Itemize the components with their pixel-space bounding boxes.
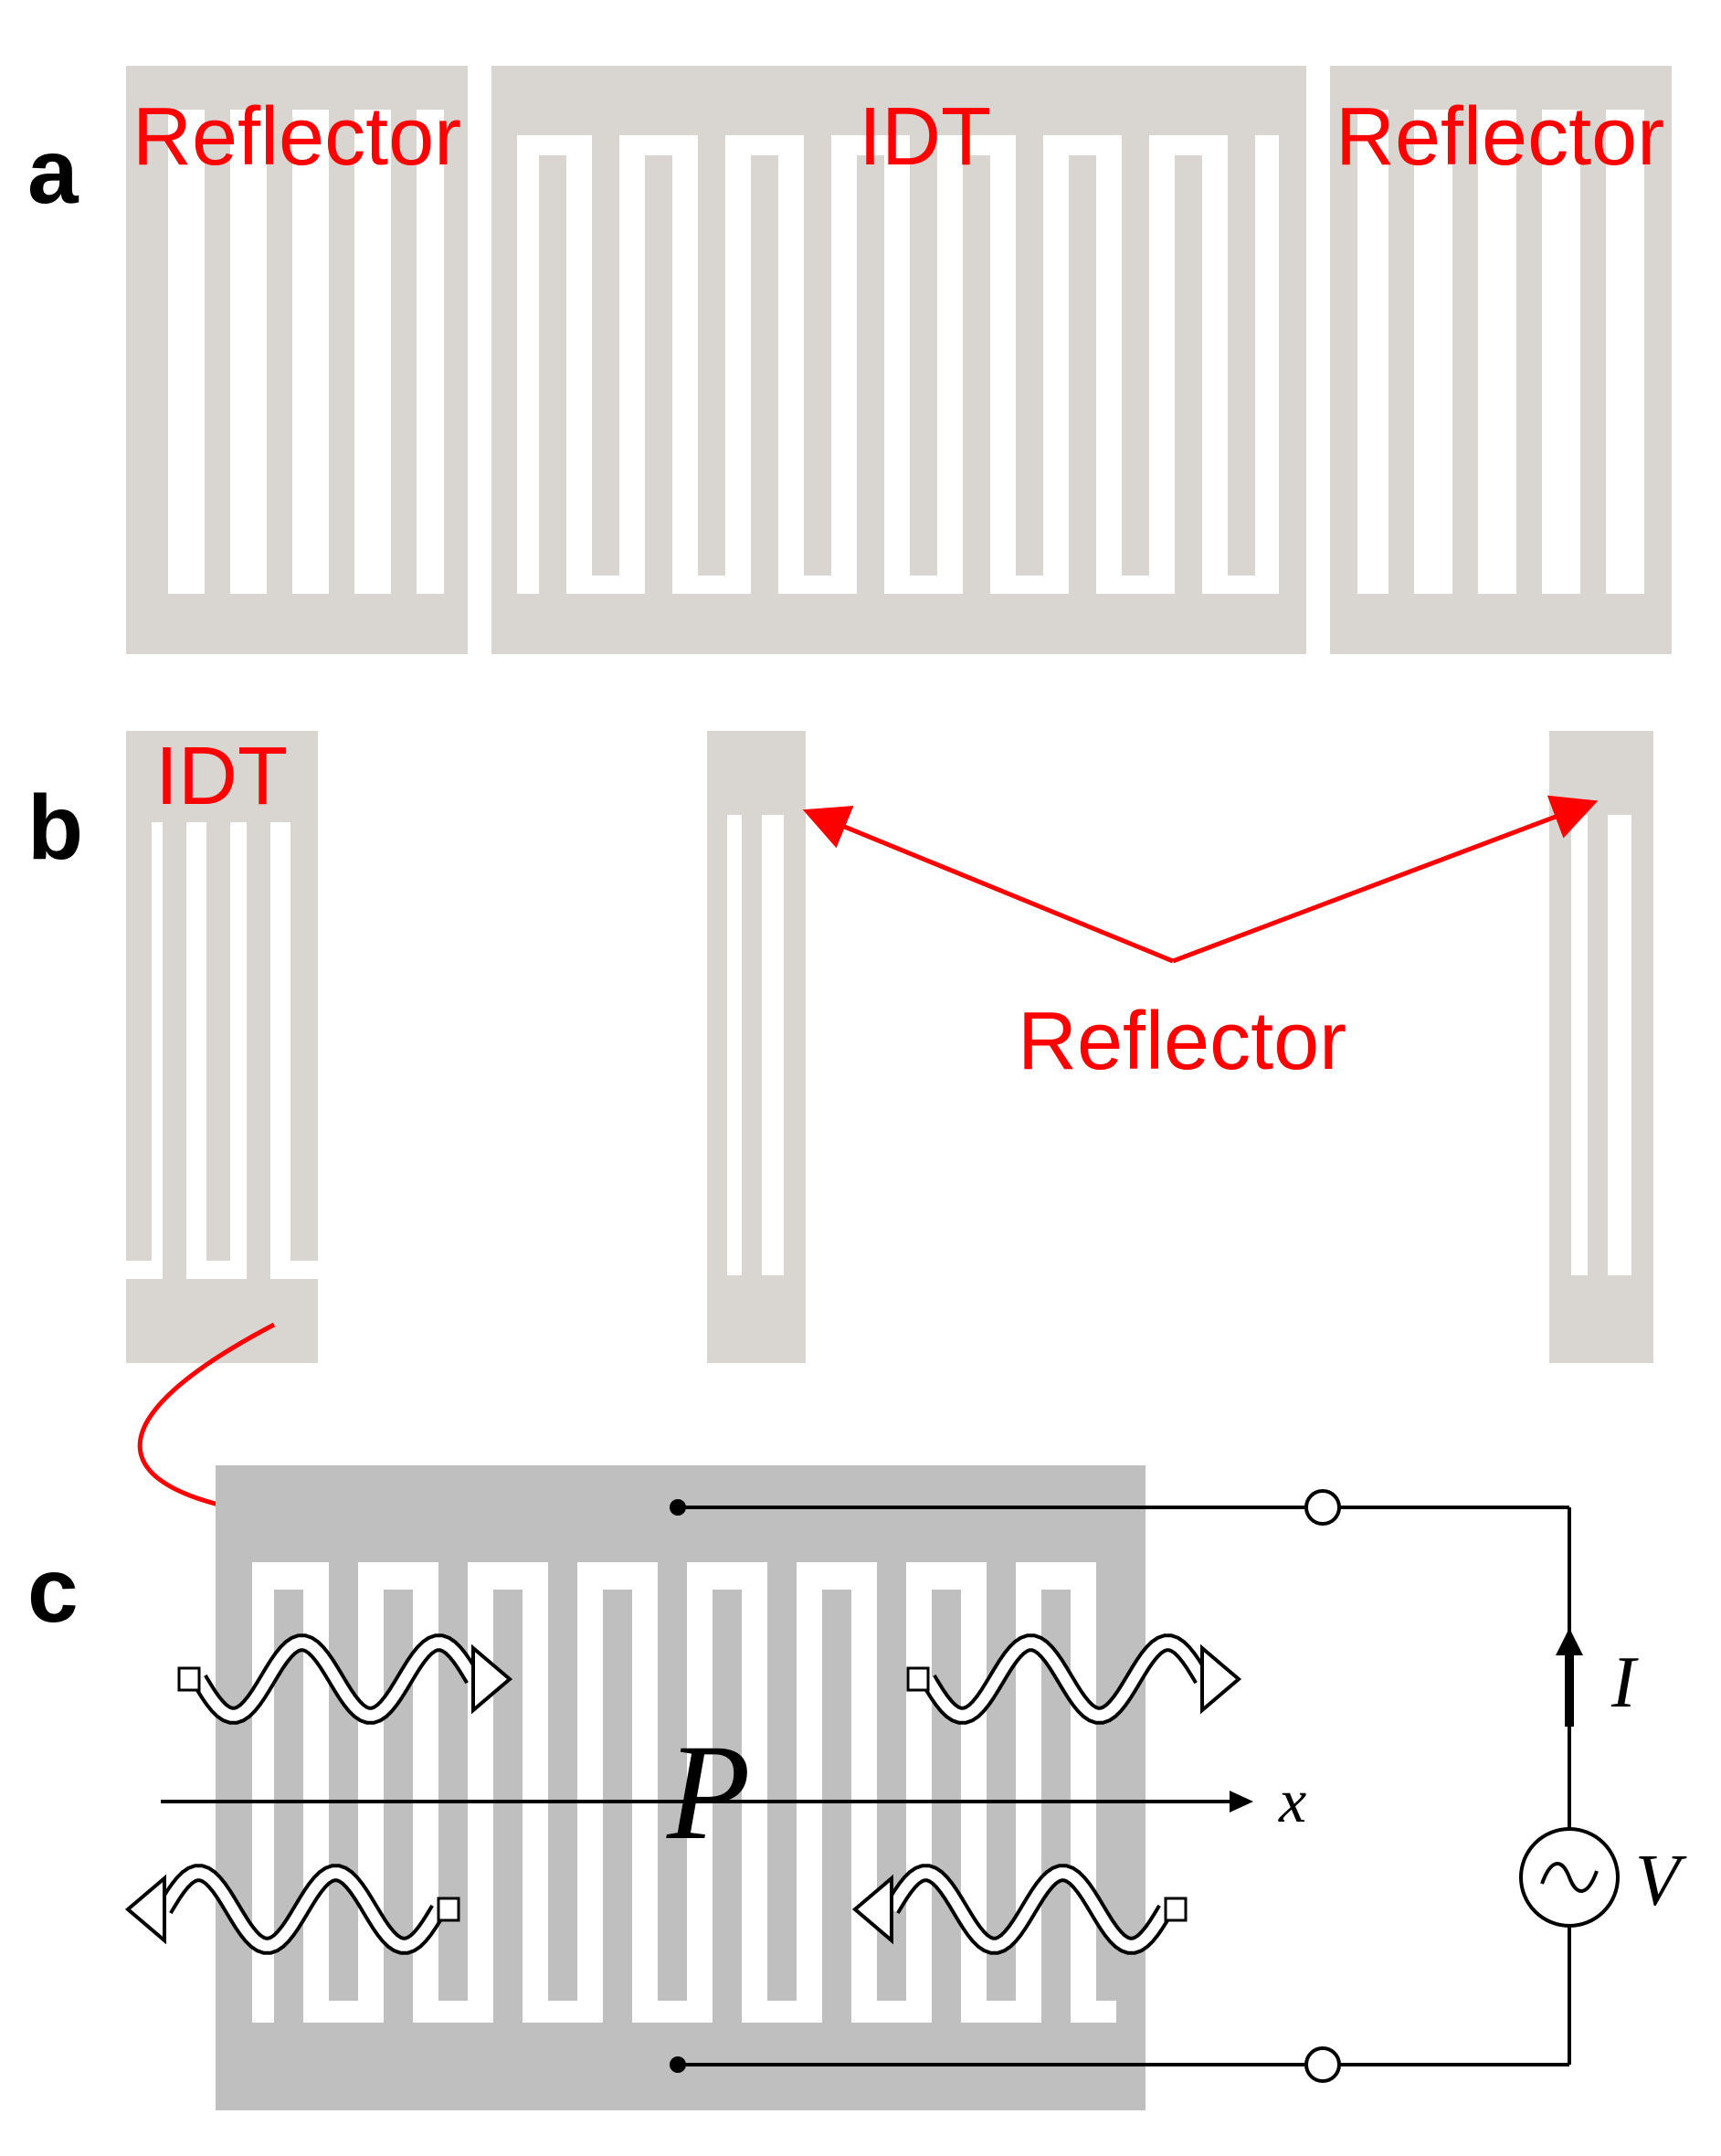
wave-fill [923,1637,1208,1721]
panel-a-right-reflector [1330,66,1672,654]
panel-c-x-axis [161,1791,1253,1813]
panel-a-left-reflector-label: Reflector [132,91,461,183]
idt-finger-from-top [329,1544,358,2001]
panel-c-voltage-label: V [1635,1841,1687,1921]
idt-finger-from-bottom [857,155,884,603]
panel-c-top-terminal [1304,1489,1341,1526]
wave-tail [177,1666,201,1692]
panel-c-polarization-label: P [666,1717,751,1868]
panel-a-idt-label: IDT [859,91,991,183]
idt-finger-from-top [1122,119,1149,576]
wave-arrowhead [1200,1643,1242,1715]
idt-finger-from-top [438,1544,468,2001]
idt-finger-from-bottom [539,155,566,603]
idt-finger-from-bottom [1175,155,1202,603]
idt-finger-from-top [698,119,725,576]
wave-fill [194,1637,479,1721]
panel-c-bottom-dot [670,2056,686,2073]
idt-finger-from-bottom [493,1590,523,2037]
panel-b-reflector-arrows [802,795,1599,964]
wave-arrowhead [471,1643,513,1715]
idt-finger-from-top [548,1544,577,2001]
panel-b-idt [126,731,318,1363]
wave-tail [437,1897,460,1922]
idt-finger-from-top [910,119,937,576]
wave-fill [159,1867,444,1951]
wave-tail [906,1666,930,1692]
wave-fill [886,1867,1171,1951]
panel-c-idt-fingers [274,1544,1125,2037]
panel-c-axis-label: x [1278,1766,1306,1835]
idt-finger-from-bottom [932,1590,961,2037]
idt-finger-from-top [767,1544,797,2001]
panel-a-left-reflector [126,66,468,654]
panel-c-current-arrow [1556,1628,1583,1727]
idt-finger-from-top [658,1544,687,2001]
wave-arrowhead [124,1874,166,1945]
panel-b-middle-reflector [707,731,806,1363]
idt-finger-from-bottom [963,155,990,603]
idt-finger-from-bottom [822,1590,851,2037]
idt-finger-from-bottom [751,155,778,603]
panel-c-bottom-terminal [1304,2046,1341,2083]
panel-a-label: a [27,121,79,223]
panel-c-top-dot [670,1499,686,1516]
idt-finger-from-bottom [713,1590,742,2037]
idt-finger-from-top [1228,119,1255,576]
panel-c-current-label: I [1610,1643,1639,1723]
panel-c-ac-source [1519,1827,1620,1928]
panel-b-label: b [27,777,83,879]
idt-finger-from-bottom [645,155,672,603]
panel-a-idt [491,66,1306,654]
wave-arrowhead [851,1874,893,1945]
panel-a-idt-fingers [539,119,1255,603]
panel-c-label: c [27,1539,79,1642]
panel-b-right-reflector [1549,731,1653,1363]
wave-tail [1164,1897,1188,1922]
idt-finger-from-top [804,119,831,576]
panel-c-acoustic-waves [124,1633,1242,1955]
idt-finger-from-bottom [1069,155,1096,603]
panel-b-reflector-label: Reflector [1018,996,1346,1087]
idt-finger-from-top [1016,119,1043,576]
panel-b-idt-label: IDT [155,731,288,822]
panel-a-right-reflector-label: Reflector [1336,91,1664,183]
idt-finger-from-top [592,119,619,576]
idt-finger-from-bottom [603,1590,632,2037]
